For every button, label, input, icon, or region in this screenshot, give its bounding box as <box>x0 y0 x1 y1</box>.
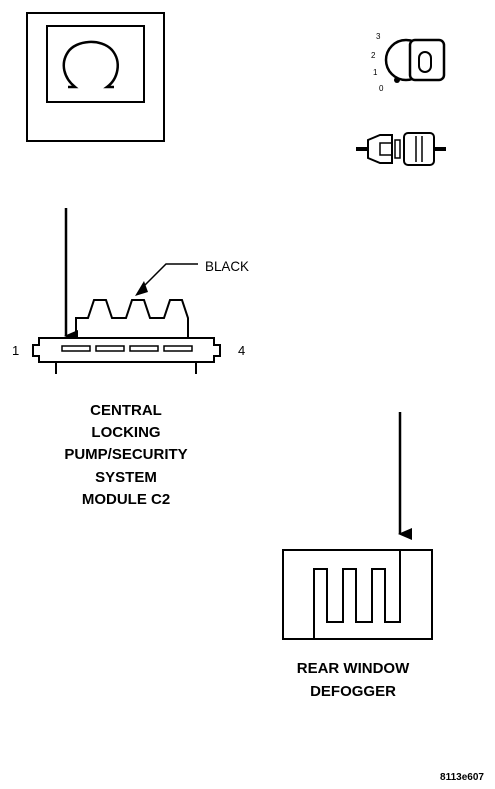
title-line: LOCKING <box>91 424 160 441</box>
figure-id: 8113e607 <box>440 772 484 783</box>
rear-window-defogger <box>282 412 433 640</box>
central-locking-connector: BLACK 1 4 <box>12 208 250 374</box>
pin-number-right: 4 <box>238 343 245 358</box>
title-line: SYSTEM <box>95 469 157 486</box>
ignition-position-3: 3 <box>376 32 381 41</box>
ignition-key-icon: 3 2 1 0 <box>371 32 446 93</box>
title-line: MODULE C2 <box>82 491 170 508</box>
title-line: CENTRAL <box>90 402 162 419</box>
pin-number-left: 1 <box>12 343 19 358</box>
connector-plug-icon <box>356 132 446 166</box>
ignition-position-1: 1 <box>373 68 378 77</box>
central-locking-title: CENTRAL LOCKING PUMP/SECURITY SYSTEM MOD… <box>64 402 187 508</box>
title-line: PUMP/SECURITY <box>64 446 187 463</box>
title-line: REAR WINDOW <box>297 660 410 677</box>
defogger-title: REAR WINDOW DEFOGGER <box>297 660 410 700</box>
ignition-position-0: 0 <box>379 84 384 93</box>
wire-color-label: BLACK <box>205 258 250 274</box>
wire-color-leader <box>141 263 198 289</box>
ohm-symbol-icon <box>26 12 165 142</box>
title-line: DEFOGGER <box>310 683 396 700</box>
ignition-position-2: 2 <box>371 51 376 60</box>
